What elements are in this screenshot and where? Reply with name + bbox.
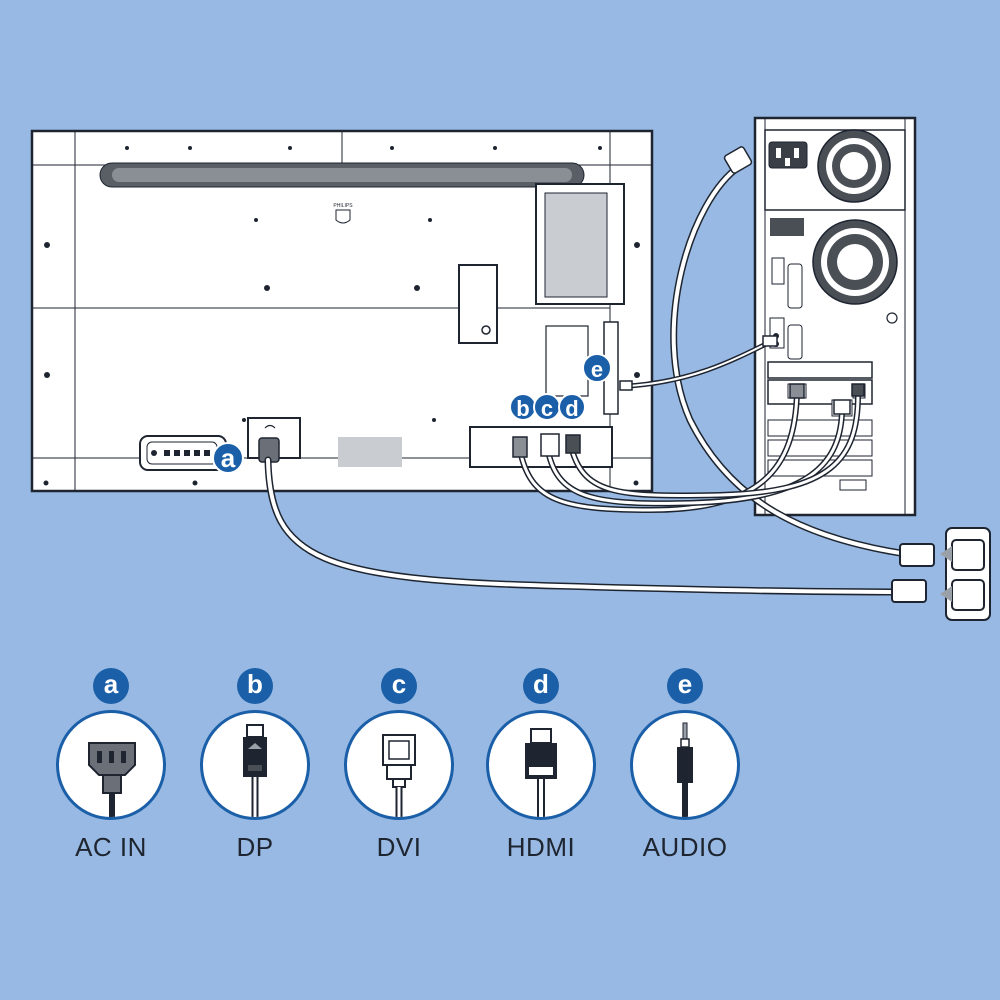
- connector-label: AUDIO: [642, 832, 728, 862]
- connector-dvi: c DVI: [339, 668, 459, 863]
- top-vent-grille: [99, 162, 585, 188]
- diagram-callouts: a b c d e: [212, 353, 612, 474]
- connector-hdmi: d HDMI: [481, 668, 601, 863]
- connector-letter-badge: a: [93, 668, 129, 704]
- philips-logo: PHILIPS: [333, 203, 353, 224]
- connector-label: AC IN: [75, 832, 147, 862]
- connector-letter-badge: d: [523, 668, 559, 704]
- computer-rear-panel: [753, 116, 917, 517]
- hdmi-connector-icon: [486, 710, 596, 820]
- power-supply: [764, 129, 906, 211]
- callout-e: e: [582, 353, 612, 383]
- connector-label: DP: [236, 832, 274, 862]
- displayport-connector-icon: [200, 710, 310, 820]
- callout-a: a: [212, 442, 244, 474]
- connector-letter-badge: c: [381, 668, 417, 704]
- connector-dp: b DP: [195, 668, 315, 863]
- callout-b: b: [509, 393, 537, 421]
- cables: [264, 162, 924, 596]
- wall-outlet: [891, 527, 991, 621]
- svg-text:b: b: [516, 396, 529, 421]
- svg-text:c: c: [541, 396, 553, 421]
- cable-plugs: [512, 146, 865, 458]
- svg-text:d: d: [565, 396, 578, 421]
- connector-ac-in: a AC IN: [51, 668, 171, 863]
- control-key-panel: [139, 435, 227, 471]
- case-fan: [812, 219, 898, 305]
- bottom-vent: [338, 437, 402, 467]
- svg-text:PHILIPS: PHILIPS: [333, 203, 353, 209]
- ac-power-connector-icon: [56, 710, 166, 820]
- connector-label: HDMI: [506, 832, 576, 862]
- dvi-connector-icon: [344, 710, 454, 820]
- display-back-panel: PHILIPS: [30, 129, 654, 493]
- callout-d: d: [558, 393, 586, 421]
- connector-audio: e AUDIO: [625, 668, 745, 863]
- connector-letter-badge: b: [237, 668, 273, 704]
- connector-letter-badge: e: [667, 668, 703, 704]
- connector-label: DVI: [376, 832, 422, 862]
- callout-c: c: [533, 393, 561, 421]
- ac-inlet-module: [247, 417, 301, 463]
- audio-jack-icon: [630, 710, 740, 820]
- svg-text:a: a: [221, 443, 236, 473]
- svg-text:e: e: [591, 357, 603, 382]
